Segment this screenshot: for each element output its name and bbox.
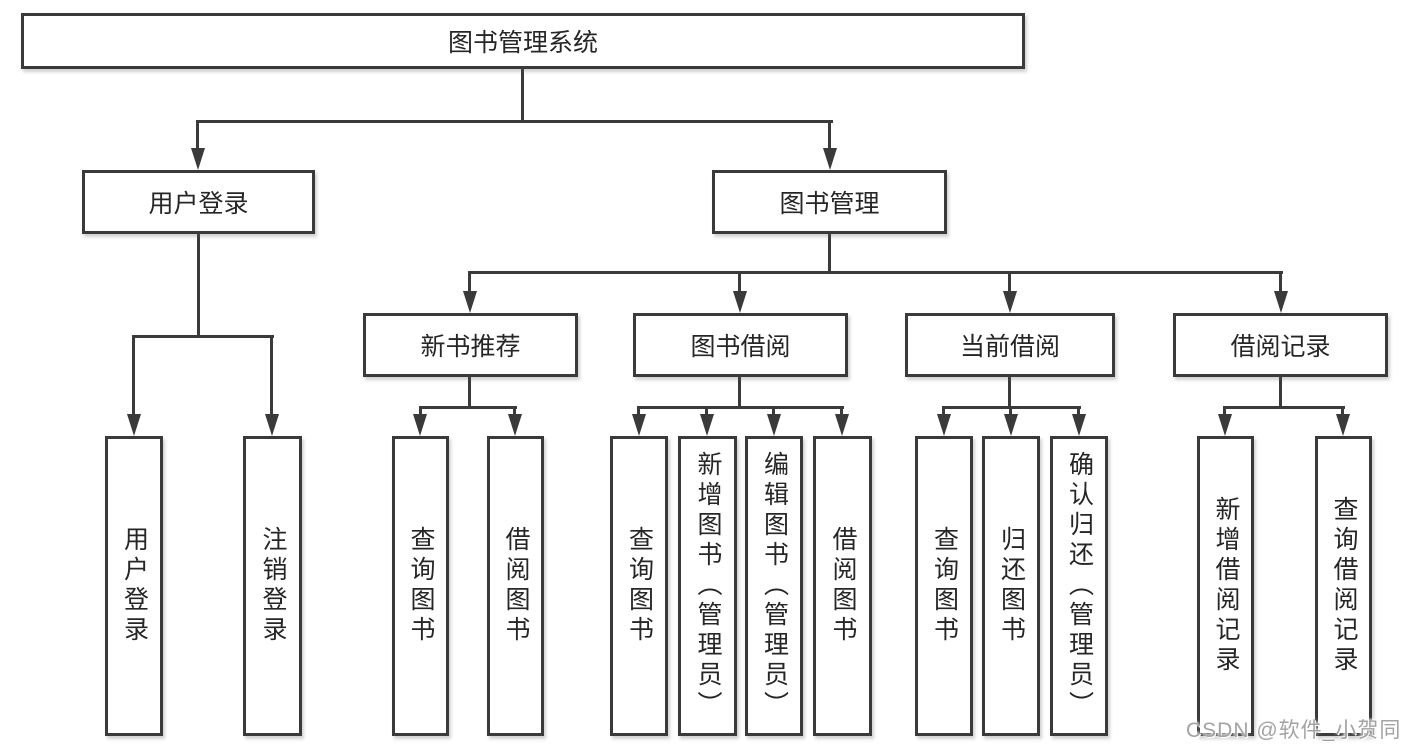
arrow-down-icon [265,414,279,436]
connector-line [1223,406,1345,409]
node-current-confirm-return: 确认归还（管理员） [1050,436,1108,736]
node-current-return-book: 归还图书 [982,436,1040,736]
arrow-down-icon [1218,414,1232,436]
arrow-down-icon [823,148,837,170]
connector-line [468,271,471,293]
connector-line [942,406,945,416]
node-borrow-add-book: 新增图书（管理员） [678,436,737,736]
node-borrow-edit-book: 编辑图书（管理员） [745,436,803,736]
connector-line [840,406,843,416]
connector-line [772,406,775,416]
connector-line [270,335,273,416]
csdn-watermark: CSDN @软件_小贺同学 [1186,719,1402,742]
connector-line [637,406,844,409]
arrow-down-icon [700,414,714,436]
connector-line [1223,406,1226,416]
arrow-down-icon [127,414,141,436]
node-current-borrow: 当前借阅 [905,313,1115,377]
node-borrow-borrow-book: 借阅图书 [813,436,872,736]
connector-line [132,335,274,338]
connector-line [521,68,524,123]
arrow-down-icon [1004,414,1018,436]
node-newbook-borrow-book: 借阅图书 [487,436,544,736]
arrow-down-icon [1003,291,1017,313]
connector-line [1341,406,1344,416]
arrow-down-icon [767,414,781,436]
connector-line [828,120,831,152]
node-login-leaf: 用户登录 [105,436,163,736]
node-book-borrow: 图书借阅 [633,313,848,377]
connector-line [738,271,741,293]
connector-line [637,406,640,416]
node-logout-leaf: 注销登录 [243,436,302,736]
connector-line [705,406,708,416]
connector-line [468,376,471,408]
arrow-down-icon [463,291,477,313]
node-library-system: 图书管理系统 [21,13,1025,69]
node-current-query-book: 查询图书 [915,436,973,736]
node-newbook-query-book: 查询图书 [392,436,449,736]
arrow-down-icon [733,291,747,313]
arrow-down-icon [508,414,522,436]
connector-line [419,406,422,416]
connector-line [1279,376,1282,408]
connector-line [196,120,199,152]
arrow-down-icon [1336,414,1350,436]
arrow-down-icon [413,414,427,436]
connector-line [513,406,516,416]
connector-line [197,233,200,337]
arrow-down-icon [937,414,951,436]
connector-line [132,335,135,416]
arrow-down-icon [835,414,849,436]
connector-line [1008,376,1011,408]
arrow-down-icon [632,414,646,436]
connector-line [1008,271,1011,293]
arrow-down-icon [191,148,205,170]
connector-line [738,376,741,408]
node-records-add-record: 新增借阅记录 [1197,436,1254,736]
node-records-query-record: 查询借阅记录 [1315,436,1372,736]
node-new-book-recommend: 新书推荐 [363,313,578,377]
connector-line [828,233,831,273]
node-user-login: 用户登录 [82,170,315,234]
connector-line [468,271,1283,274]
arrow-down-icon [1072,414,1086,436]
node-borrow-records: 借阅记录 [1173,313,1388,377]
connector-line [1077,406,1080,416]
connector-line [1009,406,1012,416]
connector-line [419,406,517,409]
connector-line [1279,271,1282,293]
connector-line [196,120,833,123]
arrow-down-icon [1274,291,1288,313]
node-book-management: 图书管理 [712,170,947,234]
node-borrow-query-book: 查询图书 [610,436,668,736]
